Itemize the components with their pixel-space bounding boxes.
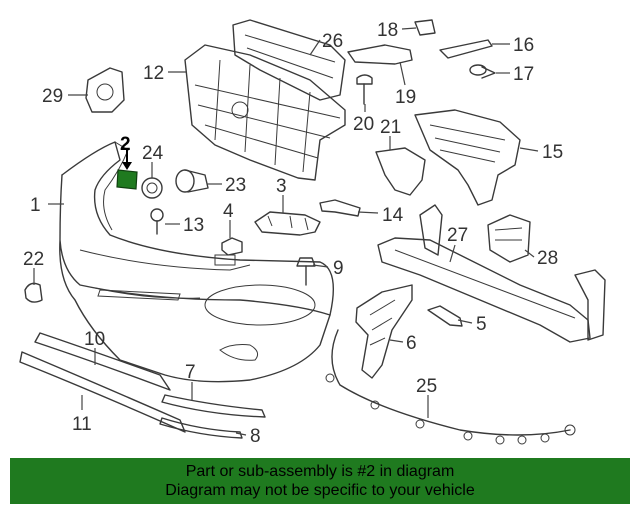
callout-23[interactable]: 23 [225,175,246,196]
parts-diagram: 1 2 3 4 5 6 7 8 9 10 11 12 13 14 15 16 1… [19,19,606,447]
callout-29[interactable]: 29 [42,86,63,107]
part-2-bracket[interactable] [116,150,138,190]
part-10-strip[interactable] [34,332,171,391]
part-26-upper-bracket[interactable] [232,19,346,101]
part-29-sensor-bracket[interactable] [85,67,125,113]
part-9-bolt[interactable] [296,257,316,286]
banner-line-part: Part or sub-assembly is #2 in diagram [185,463,455,480]
callout-7[interactable]: 7 [185,362,196,383]
callout-20[interactable]: 20 [353,114,374,135]
part-3-mount-bracket[interactable] [254,211,321,236]
callout-14[interactable]: 14 [382,205,404,226]
part-20-screw[interactable] [356,74,373,105]
part-8-trim[interactable] [159,417,243,439]
part-23-sensor[interactable] [175,169,209,193]
part-25-wiring-harness[interactable] [325,329,576,445]
part-24-sensor-ring[interactable] [141,177,163,199]
part-28-bracket[interactable] [487,214,531,263]
part-16-bracket[interactable] [439,39,493,59]
callout-11[interactable]: 11 [72,414,92,435]
part-15-air-duct[interactable] [414,109,521,206]
banner-line-disclaimer: Diagram may not be specific to your vehi… [165,482,475,499]
callout-6[interactable]: 6 [406,333,417,354]
part-1-bumper-cover[interactable] [59,141,334,383]
info-banner: Part or sub-assembly is #2 in diagram Di… [10,458,630,504]
callout-17[interactable]: 17 [513,64,534,85]
part-11-strip[interactable] [19,351,186,433]
part-5-bracket[interactable] [427,305,463,327]
callout-2[interactable]: 2 [120,134,131,155]
part-19-bracket[interactable] [347,44,413,65]
callout-22[interactable]: 22 [23,249,44,270]
callout-3[interactable]: 3 [276,176,287,197]
part-7-trim[interactable] [161,394,266,418]
callout-12[interactable]: 12 [143,63,164,84]
callout-9[interactable]: 9 [333,258,344,279]
part-14-bracket[interactable] [319,199,361,217]
part-12-grille[interactable] [184,44,346,181]
callout-25[interactable]: 25 [416,376,437,397]
leader-lines [33,27,539,436]
callout-1[interactable]: 1 [30,195,41,216]
part-6-side-bracket[interactable] [355,284,413,379]
callout-15[interactable]: 15 [542,142,563,163]
callout-18[interactable]: 18 [377,20,398,41]
callout-19[interactable]: 19 [395,87,416,108]
part-21-bracket[interactable] [375,147,426,196]
callout-labels: 1 2 3 4 5 6 7 8 9 10 11 12 13 14 15 16 1… [23,20,563,447]
callout-26[interactable]: 26 [322,31,343,52]
part-13-screw[interactable] [150,208,164,235]
part-22-clip[interactable] [24,282,43,303]
callout-21[interactable]: 21 [380,117,401,138]
callout-5[interactable]: 5 [476,314,487,335]
callout-24[interactable]: 24 [142,143,164,164]
callout-27[interactable]: 27 [447,225,468,246]
callout-28[interactable]: 28 [537,248,558,269]
callout-16[interactable]: 16 [513,35,534,56]
part-18-clip[interactable] [414,19,436,36]
part-17-pin[interactable] [469,64,496,79]
callout-13[interactable]: 13 [183,215,204,236]
callout-10[interactable]: 10 [84,329,105,350]
callout-8[interactable]: 8 [250,426,261,447]
part-4-clip[interactable] [221,237,243,256]
callout-4[interactable]: 4 [223,201,234,222]
part-27-reinforcement[interactable] [377,204,606,343]
